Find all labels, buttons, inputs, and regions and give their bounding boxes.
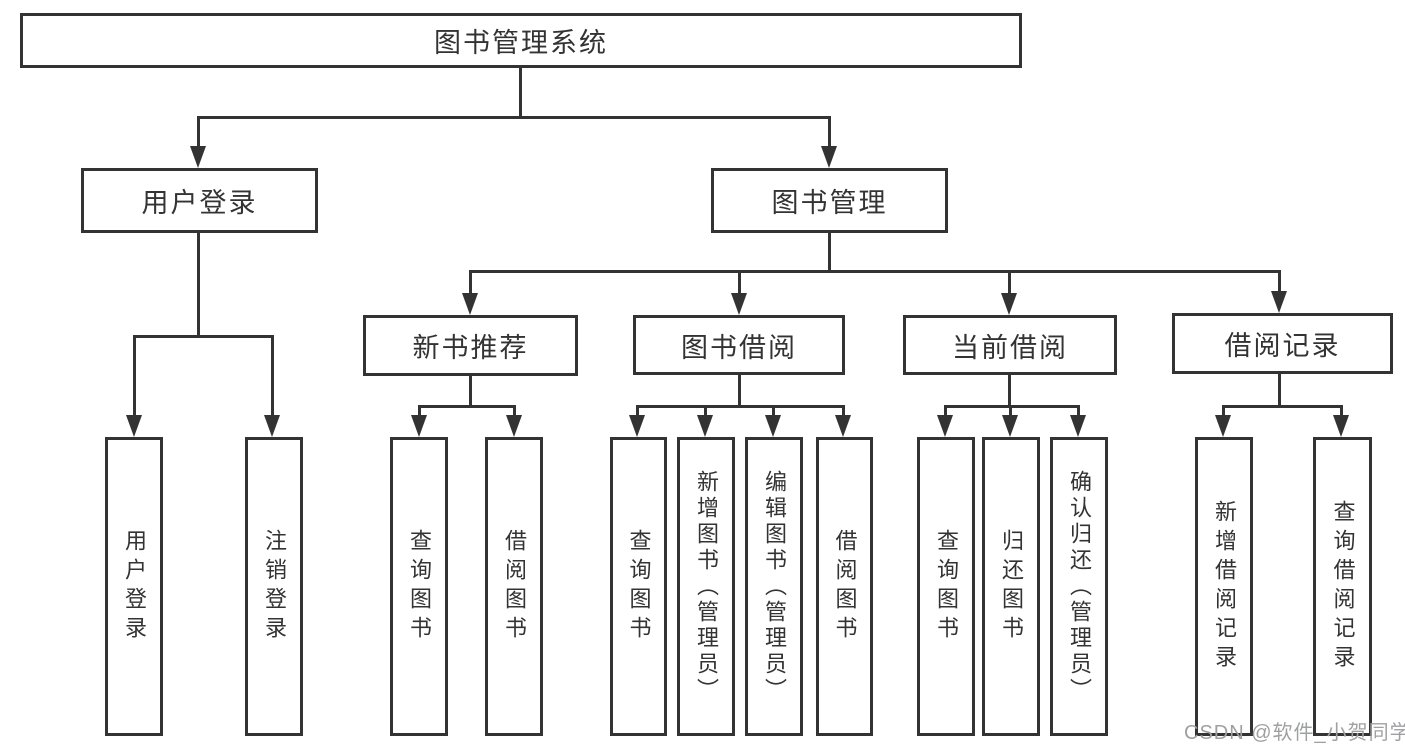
connector-line (636, 405, 639, 417)
node-current-borrow: 当前借阅 (903, 315, 1117, 375)
connector-line (944, 405, 1080, 408)
node-borrow-records-label: 借阅记录 (1224, 331, 1341, 361)
connector-line (738, 270, 741, 294)
connector-line (418, 405, 421, 417)
node-borrow-records: 借阅记录 (1172, 313, 1393, 374)
node-book-management-label: 图书管理 (771, 188, 888, 218)
leaf-bb-edit-books-label: 编辑图书（管理员） (762, 469, 787, 704)
node-new-book-recommend-label: 新书推荐 (412, 333, 529, 363)
leaf-bb-borrow-books: 借阅图书 (816, 437, 873, 736)
leaf-bb-query-books-label: 查询图书 (626, 528, 652, 645)
watermark: CSDN @软件_小贺同学 (1184, 722, 1405, 744)
connector-line (704, 405, 707, 417)
node-book-borrow: 图书借阅 (633, 315, 845, 375)
root-node: 图书管理系统 (20, 13, 1022, 68)
arrow-down-icon (1070, 415, 1086, 437)
leaf-user-login-label: 用户登录 (122, 528, 147, 645)
arrow-down-icon (506, 415, 522, 437)
connector-line (271, 335, 274, 417)
leaf-logout-label: 注销登录 (262, 528, 287, 645)
arrow-down-icon (697, 415, 713, 437)
connector-line (197, 116, 831, 119)
leaf-br-query-record: 查询借阅记录 (1313, 437, 1372, 736)
connector-line (469, 270, 1281, 273)
arrow-down-icon (1215, 415, 1231, 437)
leaf-br-add-record: 新增借阅记录 (1195, 437, 1253, 736)
connector-line (1278, 374, 1281, 407)
connector-line (418, 405, 516, 408)
arrow-down-icon (1333, 415, 1349, 437)
connector-line (197, 116, 200, 147)
connector-line (738, 375, 741, 407)
arrow-down-icon (462, 293, 478, 315)
leaf-user-login: 用户登录 (105, 437, 163, 736)
connector-line (1278, 270, 1281, 294)
connector-line (519, 67, 522, 118)
connector-line (1340, 405, 1343, 417)
arrow-down-icon (1001, 293, 1017, 315)
arrow-down-icon (190, 146, 206, 168)
connector-line (828, 232, 831, 273)
connector-line (513, 405, 516, 417)
leaf-nb-borrow-books-label: 借阅图书 (502, 528, 527, 645)
connector-line (469, 376, 472, 407)
leaf-cb-confirm-return-label: 确认归还（管理员） (1067, 469, 1092, 704)
arrow-down-icon (629, 415, 645, 437)
leaf-br-query-record-label: 查询借阅记录 (1330, 499, 1356, 674)
leaf-nb-borrow-books: 借阅图书 (485, 437, 543, 736)
leaf-bb-add-books: 新增图书（管理员） (677, 437, 735, 736)
connector-line (469, 270, 472, 294)
root-node-label: 图书管理系统 (434, 28, 608, 58)
connector-line (133, 335, 136, 417)
arrow-down-icon (126, 415, 142, 437)
arrow-down-icon (835, 415, 851, 437)
node-user-login: 用户登录 (81, 168, 318, 233)
arrow-down-icon (1271, 291, 1287, 313)
connector-line (1222, 405, 1342, 408)
leaf-cb-confirm-return: 确认归还（管理员） (1050, 437, 1108, 736)
leaf-cb-return-books-label: 归还图书 (999, 528, 1024, 645)
leaf-br-add-record-label: 新增借阅记录 (1212, 499, 1237, 674)
connector-line (828, 116, 831, 147)
arrow-down-icon (1002, 415, 1018, 437)
arrow-down-icon (731, 293, 747, 315)
arrow-down-icon (264, 415, 280, 437)
connector-line (772, 405, 775, 417)
connector-line (1008, 375, 1011, 407)
leaf-logout: 注销登录 (245, 437, 303, 736)
leaf-bb-query-books: 查询图书 (610, 437, 667, 736)
connector-line (197, 233, 200, 338)
leaf-bb-borrow-books-label: 借阅图书 (832, 528, 858, 645)
arrow-down-icon (937, 415, 953, 437)
leaf-cb-return-books: 归还图书 (982, 437, 1040, 736)
leaf-cb-query-books: 查询图书 (917, 437, 975, 736)
connector-line (1222, 405, 1225, 417)
connector-line (636, 405, 845, 408)
leaf-bb-edit-books: 编辑图书（管理员） (745, 437, 803, 736)
leaf-bb-add-books-label: 新增图书（管理员） (694, 469, 719, 704)
node-new-book-recommend: 新书推荐 (363, 315, 578, 376)
node-current-borrow-label: 当前借阅 (952, 332, 1068, 363)
connector-line (1009, 405, 1012, 417)
node-user-login-label: 用户登录 (141, 188, 258, 218)
connector-line (133, 335, 274, 338)
connector-line (842, 405, 845, 417)
node-book-management: 图书管理 (711, 168, 948, 233)
node-book-borrow-label: 图书借阅 (681, 332, 797, 363)
leaf-nb-query-books: 查询图书 (390, 437, 448, 736)
connector-line (1008, 270, 1011, 294)
arrow-down-icon (411, 415, 427, 437)
leaf-cb-query-books-label: 查询图书 (934, 528, 959, 645)
arrow-down-icon (821, 146, 837, 168)
leaf-nb-query-books-label: 查询图书 (407, 528, 432, 645)
arrow-down-icon (765, 415, 781, 437)
connector-line (944, 405, 947, 417)
connector-line (1077, 405, 1080, 417)
